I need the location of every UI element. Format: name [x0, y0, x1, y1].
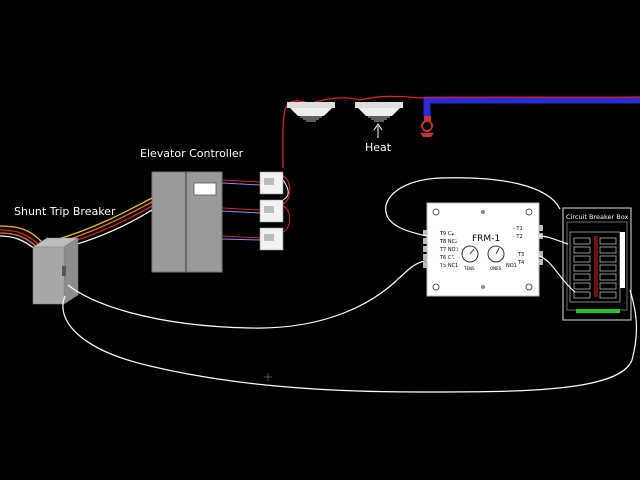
frm-left-terminal-block — [423, 238, 427, 244]
breaker-switch — [599, 282, 617, 290]
breaker-switch — [573, 246, 591, 254]
breaker-switch — [599, 246, 617, 254]
frm-right-terminal-block — [539, 251, 543, 257]
frm-left-terminal-label: T8 NC2 — [439, 239, 458, 245]
breaker-switch — [599, 237, 617, 245]
frm-left-terminal-block — [423, 254, 427, 260]
frm-no1-label: NO1 — [506, 263, 517, 269]
sprinkler-head-icon — [420, 116, 434, 137]
heat-label: Heat — [365, 141, 392, 154]
frm-left-terminal-label: T9 C2 — [439, 231, 455, 237]
breaker-switch — [573, 237, 591, 245]
breaker-switch — [573, 291, 591, 299]
frm-title: FRM-1 — [472, 234, 500, 244]
sprinkler-pipe — [423, 96, 640, 117]
shunt-trip-breaker — [31, 237, 80, 305]
frm-right-terminal-label: - T1 — [513, 226, 523, 232]
frm-right-terminal-label: - T2 — [513, 234, 523, 240]
breaker-switch — [573, 255, 591, 263]
heat-detector-1 — [287, 102, 335, 122]
controller-relay-wires — [221, 175, 291, 241]
frm-right-terminal-label: T4 — [517, 260, 524, 266]
breaker-switch — [599, 264, 617, 272]
frm-left-terminal-block — [423, 246, 427, 252]
breaker-switches — [573, 237, 617, 299]
relay-module-1 — [259, 171, 284, 195]
tens-label: TENS — [463, 266, 475, 271]
ones-label: ONES — [490, 266, 502, 271]
relay-module-2 — [259, 199, 284, 223]
circuit-breaker-box: Circuit Breaker Box — [562, 207, 632, 321]
frm-right-terminal-block — [539, 225, 543, 231]
frm-left-terminal-block — [423, 262, 427, 268]
elevator-controller — [151, 171, 223, 273]
breaker-switch — [599, 291, 617, 299]
frm-left-terminal-label: T5 NC1 — [439, 263, 458, 269]
shunt-trip-breaker-label: Shunt Trip Breaker — [14, 205, 116, 218]
relay-module-3 — [259, 227, 284, 251]
breaker-switch — [599, 255, 617, 263]
frm-right-terminal-label: T3 — [517, 252, 524, 258]
breaker-switch — [573, 264, 591, 272]
white-wires — [62, 177, 638, 393]
breaker-switch — [599, 273, 617, 281]
heat-detector-2 — [355, 102, 403, 122]
frm-left-terminal-label: T7 NO2 — [439, 247, 459, 253]
frm-left-terminal-block — [423, 230, 427, 236]
elevator-controller-label: Elevator Controller — [140, 147, 244, 160]
heat-detector-red-wire — [282, 95, 640, 169]
breaker-switch — [573, 273, 591, 281]
small-marker-icon — [264, 373, 272, 381]
frm-left-terminal-label: T6 C1 — [439, 255, 455, 261]
frm-right-terminal-block — [539, 259, 543, 265]
green-status-bar — [576, 309, 620, 313]
circuit-breaker-box-label: Circuit Breaker Box — [566, 213, 628, 221]
frm-1-module: FRM-1 TENS ONES T9 C2 T8 NC2 T7 NO2 T6 C1 T5… — [423, 202, 543, 297]
breaker-switch — [573, 282, 591, 290]
frm-left-terminals: T9 C2 T8 NC2 T7 NO2 T6 C1 T5 NC1 — [423, 230, 459, 269]
